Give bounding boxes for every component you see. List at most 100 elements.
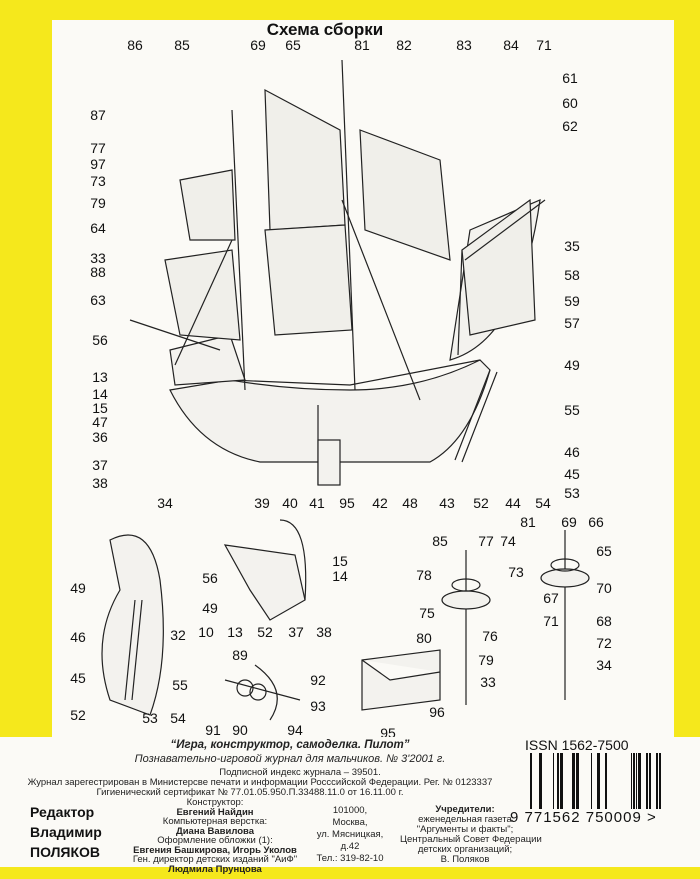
part-label-47: 47	[92, 414, 108, 430]
part-label-95: 95	[339, 495, 355, 511]
founders-line: В. Поляков	[440, 854, 490, 865]
part-label-42: 42	[372, 495, 388, 511]
part-label-48: 48	[402, 495, 418, 511]
part-label-63: 63	[90, 292, 106, 308]
part-label-39: 39	[254, 495, 270, 511]
barcode-bar	[631, 753, 632, 809]
founders-block: Учредители:еженедельная газета"Аргументы…	[400, 804, 542, 865]
part-label-83: 83	[456, 37, 472, 53]
address-line: 101000,	[332, 805, 368, 816]
bowsprit	[129, 319, 221, 351]
editor-block: Редактор Владимир ПОЛЯКОВ	[30, 802, 102, 862]
barcode-bar	[530, 753, 532, 809]
part-label-91: 91	[205, 722, 221, 738]
credits-line: Оформление обложки (1):	[157, 835, 273, 846]
part-label-80: 80	[416, 630, 432, 646]
part-label-46: 46	[70, 629, 86, 645]
founders-line: Учредители:	[435, 804, 495, 815]
barcode-bar	[605, 753, 607, 809]
part-label-79: 79	[90, 195, 106, 211]
part-label-85: 85	[174, 37, 190, 53]
part-label-77: 77	[478, 533, 494, 549]
magazine-subtitle: Познавательно-игровой журнал для мальчик…	[134, 753, 446, 765]
part-label-54: 54	[535, 495, 551, 511]
part-label-97: 97	[90, 156, 106, 172]
barcode	[530, 753, 661, 809]
editor-first-name: Владимир	[30, 824, 102, 840]
barcode-bar	[656, 753, 658, 809]
foresail	[164, 249, 241, 341]
foremast	[231, 109, 246, 391]
part-label-55: 55	[172, 677, 188, 693]
hull	[169, 359, 491, 463]
part-label-67: 67	[543, 590, 559, 606]
barcode-bar	[638, 753, 641, 809]
forecastle	[169, 334, 246, 386]
barcode-number: 9 771562 750009 >	[510, 809, 657, 826]
part-label-68: 68	[596, 613, 612, 629]
part-label-49: 49	[564, 357, 580, 373]
issn: ISSN 1562-7500	[525, 737, 629, 753]
barcode-bar	[572, 753, 575, 809]
barcode-bar	[636, 753, 637, 809]
founders-line: еженедельная газета	[418, 814, 512, 825]
ladder	[454, 369, 498, 463]
mainsail	[264, 224, 353, 336]
part-label-62: 62	[562, 118, 578, 134]
barcode-bar	[553, 753, 554, 809]
part-label-87: 87	[90, 107, 106, 123]
part-label-61: 61	[562, 70, 578, 86]
part-label-93: 93	[310, 698, 326, 714]
part-label-95: 95	[380, 725, 396, 740]
credits-line: Евгения Башкирова, Игорь Уколов	[133, 844, 297, 856]
imprint-area	[0, 737, 700, 867]
part-label-46: 46	[564, 444, 580, 460]
part-label-10: 10	[198, 624, 214, 640]
credits-line: Конструктор:	[186, 797, 244, 808]
address-line: Тел.: 319-82-10	[316, 853, 384, 864]
part-label-33: 33	[480, 674, 496, 690]
part-label-60: 60	[562, 95, 578, 111]
part-label-75: 75	[419, 605, 435, 621]
barcode-bar	[539, 753, 542, 809]
part-label-88: 88	[90, 264, 106, 280]
part-label-53: 53	[564, 485, 580, 501]
mizzenmast	[457, 249, 463, 356]
part-label-43: 43	[439, 495, 455, 511]
address-line: д.42	[340, 841, 360, 852]
subscription-index: Подписной индекс журнала – 39501.	[219, 767, 381, 778]
founders-line: детских организаций;	[417, 844, 513, 855]
mizzen-sail	[461, 198, 536, 336]
part-label-37: 37	[288, 624, 304, 640]
part-label-82: 82	[396, 37, 412, 53]
part-label-65: 65	[596, 543, 612, 559]
part-label-52: 52	[473, 495, 489, 511]
part-label-45: 45	[564, 466, 580, 482]
part-label-41: 41	[309, 495, 325, 511]
main-top-sail-2	[359, 129, 451, 261]
part-label-59: 59	[564, 293, 580, 309]
part-label-78: 78	[416, 567, 432, 583]
credits-line: Ген. директор детских изданий "АиФ"	[132, 854, 298, 865]
part-label-55: 55	[564, 402, 580, 418]
part-label-14: 14	[332, 568, 348, 584]
part-label-34: 34	[596, 657, 612, 673]
part-label-37: 37	[92, 457, 108, 473]
part-label-86: 86	[127, 37, 143, 53]
part-label-56: 56	[92, 332, 108, 348]
part-label-15: 15	[332, 553, 348, 569]
deck-line	[229, 359, 481, 386]
part-label-38: 38	[92, 475, 108, 491]
part-label-52: 52	[257, 624, 273, 640]
credits-line: Евгений Найдин	[176, 806, 254, 818]
part-label-72: 72	[596, 635, 612, 651]
part-label-36: 36	[92, 429, 108, 445]
certificate-text: Гигиенический сертификат № 77.01.05.950.…	[96, 787, 404, 798]
part-label-92: 92	[310, 672, 326, 688]
part-label-44: 44	[505, 495, 521, 511]
main-topsail	[264, 88, 346, 231]
part-label-71: 71	[543, 613, 559, 629]
part-label-94: 94	[287, 722, 303, 738]
